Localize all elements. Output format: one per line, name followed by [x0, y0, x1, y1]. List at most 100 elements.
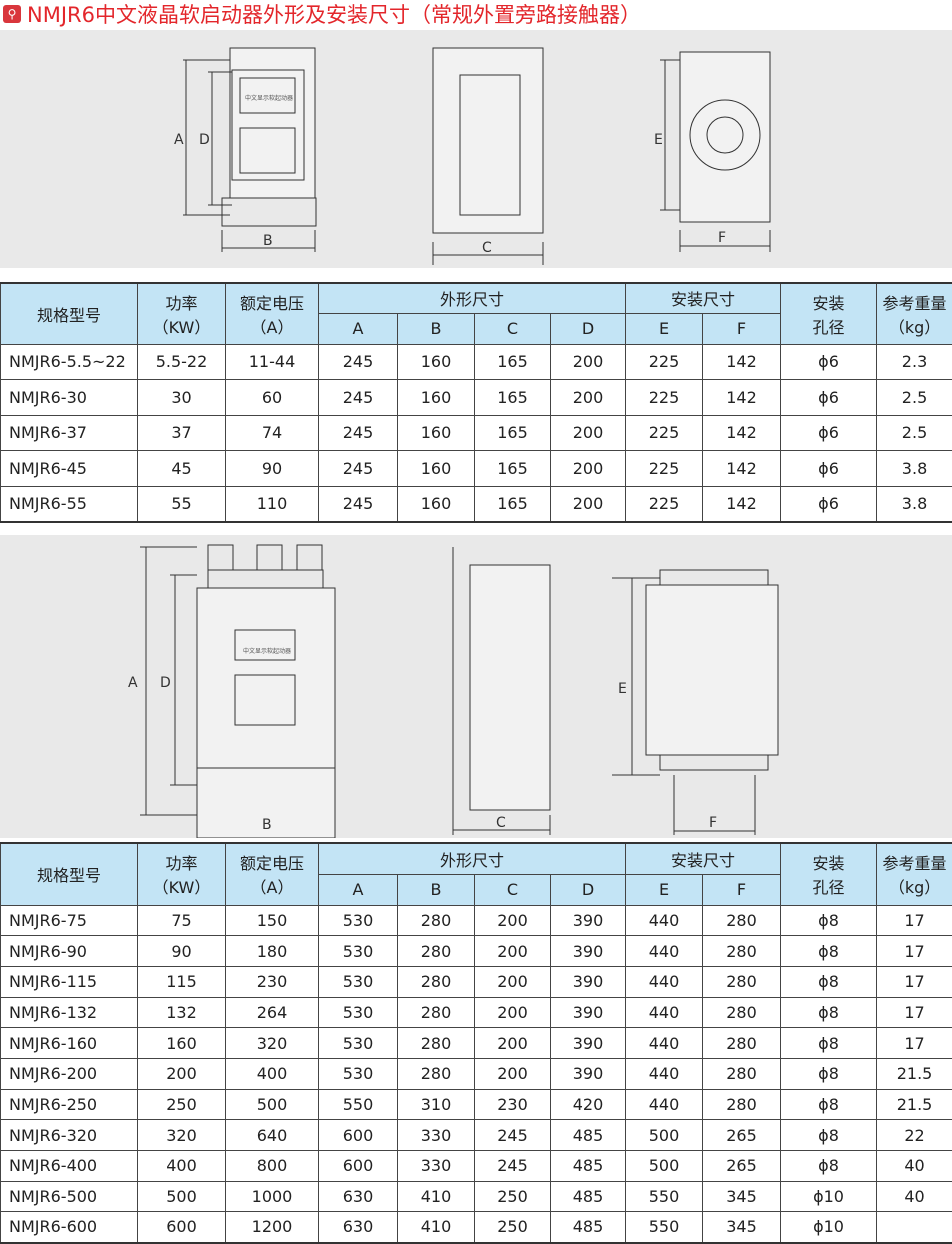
table-cell: 485: [551, 1212, 626, 1243]
table-cell: 390: [551, 1058, 626, 1089]
table-cell: 200: [475, 1058, 551, 1089]
table-cell: 500: [626, 1151, 703, 1182]
table-cell: 280: [398, 1028, 475, 1059]
header-power: 功率（KW）: [138, 283, 226, 344]
table-cell: 37: [138, 415, 226, 451]
dim-label-e: E: [618, 681, 627, 697]
dim-label-b: B: [262, 817, 272, 833]
table-cell: 245: [319, 415, 398, 451]
table-cell: 630: [319, 1181, 398, 1212]
header-voltage: 额定电压（A）: [226, 843, 319, 905]
dim-label-b: B: [263, 233, 273, 249]
table-cell: 550: [626, 1181, 703, 1212]
header-f: F: [703, 313, 781, 344]
header-b: B: [398, 874, 475, 905]
table-cell: ϕ8: [781, 966, 877, 997]
table-cell: 200: [475, 997, 551, 1028]
table-cell: 420: [551, 1089, 626, 1120]
table-cell: 165: [475, 415, 551, 451]
table-cell: 245: [475, 1120, 551, 1151]
table-cell: 200: [475, 936, 551, 967]
table-cell: ϕ8: [781, 1151, 877, 1182]
table-cell: 160: [398, 486, 475, 522]
header-weight: 参考重量（kg）: [877, 843, 952, 905]
table-cell: 225: [626, 415, 703, 451]
table-cell: 600: [319, 1151, 398, 1182]
table-cell: 160: [398, 415, 475, 451]
table-cell: NMJR6-115: [1, 966, 138, 997]
table-cell: 225: [626, 451, 703, 487]
header-outline: 外形尺寸: [319, 283, 626, 313]
table-cell: 2.5: [877, 415, 952, 451]
table-cell: 550: [626, 1212, 703, 1243]
table-cell: 400: [226, 1058, 319, 1089]
header-hole: 安装孔径: [781, 283, 877, 344]
table-cell: 230: [475, 1089, 551, 1120]
table-cell: 1000: [226, 1181, 319, 1212]
table-cell: 320: [226, 1028, 319, 1059]
table-cell: 530: [319, 1028, 398, 1059]
table-cell: 500: [138, 1181, 226, 1212]
table-cell: 180: [226, 936, 319, 967]
table-cell: 440: [626, 997, 703, 1028]
table-cell: 160: [398, 344, 475, 380]
table-cell: ϕ6: [781, 380, 877, 416]
table-cell: 250: [138, 1089, 226, 1120]
dimension-drawing-large: A D B 中文显示软起动器 C E F: [0, 535, 952, 838]
table-cell: 200: [475, 966, 551, 997]
table-cell: 245: [319, 380, 398, 416]
table-cell: 245: [319, 486, 398, 522]
header-model: 规格型号: [1, 843, 138, 905]
table-cell: 265: [703, 1151, 781, 1182]
table-cell: NMJR6-5.5~22: [1, 344, 138, 380]
table-cell: 280: [703, 1028, 781, 1059]
dim-label-c: C: [482, 240, 492, 256]
table-cell: 142: [703, 344, 781, 380]
table-cell: 280: [703, 1058, 781, 1089]
table-cell: 440: [626, 1028, 703, 1059]
table-cell: NMJR6-160: [1, 1028, 138, 1059]
table-cell: 310: [398, 1089, 475, 1120]
table-cell: NMJR6-30: [1, 380, 138, 416]
table-cell: 110: [226, 486, 319, 522]
header-install: 安装尺寸: [626, 283, 781, 313]
table-cell: 40: [877, 1151, 952, 1182]
table-cell: 160: [398, 451, 475, 487]
header-c: C: [475, 313, 551, 344]
table-cell: 165: [475, 451, 551, 487]
table-cell: 142: [703, 486, 781, 522]
table-cell: 200: [475, 1028, 551, 1059]
table-cell: ϕ6: [781, 415, 877, 451]
display-label: 中文显示软起动器: [243, 647, 291, 655]
table-cell: 200: [138, 1058, 226, 1089]
table-cell: 160: [138, 1028, 226, 1059]
dim-label-d: D: [199, 132, 210, 148]
table-cell: 264: [226, 997, 319, 1028]
header-hole: 安装孔径: [781, 843, 877, 905]
header-c: C: [475, 874, 551, 905]
table-cell: NMJR6-200: [1, 1058, 138, 1089]
table-cell: 55: [138, 486, 226, 522]
header-voltage: 额定电压（A）: [226, 283, 319, 344]
table-cell: 2.3: [877, 344, 952, 380]
table-cell: 400: [138, 1151, 226, 1182]
table-cell: ϕ8: [781, 905, 877, 936]
diagram-panel-large: A D B 中文显示软起动器 C E F: [0, 535, 952, 838]
table-cell: NMJR6-320: [1, 1120, 138, 1151]
table-cell: 330: [398, 1151, 475, 1182]
table-cell: NMJR6-600: [1, 1212, 138, 1243]
dim-label-a: A: [174, 132, 184, 148]
header-weight: 参考重量（kg）: [877, 283, 952, 344]
table-cell: 390: [551, 966, 626, 997]
table-cell: ϕ6: [781, 344, 877, 380]
display-label: 中文显示软起动器: [245, 94, 293, 102]
table-cell: ϕ8: [781, 1120, 877, 1151]
table-cell: 265: [703, 1120, 781, 1151]
